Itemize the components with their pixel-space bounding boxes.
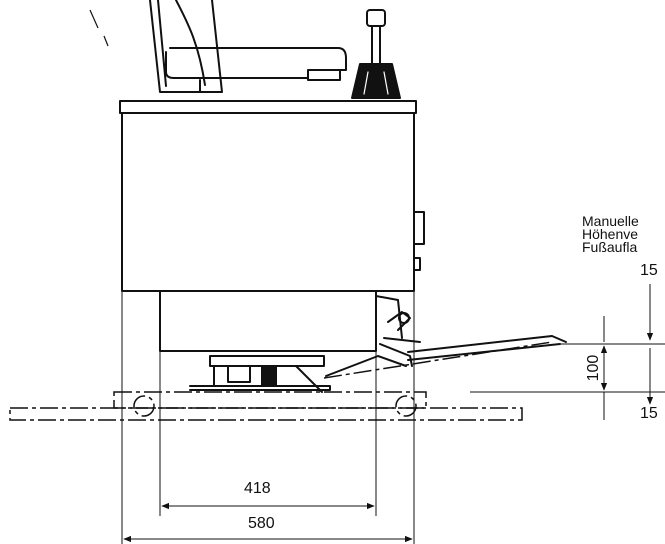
base-housing: [159, 290, 403, 352]
joystick: [351, 9, 401, 99]
annotation-line-3: Fußaufla: [582, 239, 638, 255]
dimension-418-label: 418: [244, 480, 271, 497]
tolerance-lower-label: 15: [640, 405, 658, 422]
annotation-line-2: Höhenve: [582, 226, 639, 242]
seat-backrest: [149, 0, 223, 93]
tolerance-upper-label: 15: [640, 262, 658, 279]
footrest-mechanism: [325, 311, 567, 377]
footrest-lowered-outline: [9, 341, 553, 421]
lift-mechanism: [189, 355, 331, 393]
console-body: [119, 100, 425, 292]
annotation-line-1: Manuelle: [582, 213, 639, 229]
upper-left-marks: [89, 9, 109, 47]
dimension-100-label: 100: [585, 355, 602, 382]
dimension-580-label: 580: [248, 515, 275, 532]
armrest: [165, 47, 347, 93]
